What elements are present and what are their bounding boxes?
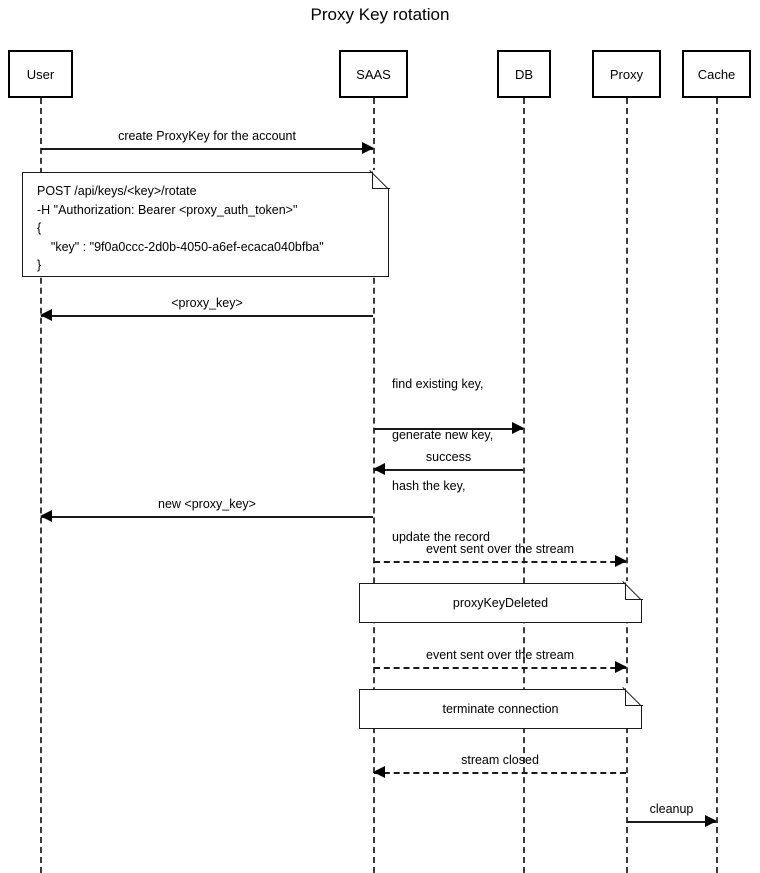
arrowhead-right-icon [512, 422, 524, 434]
note-proxy-key-deleted-text: proxyKeyDeleted [452, 595, 549, 610]
message-label: cleanup [649, 802, 694, 816]
participant-saas[interactable]: SAAS [339, 50, 408, 98]
note-fold-icon [623, 580, 643, 601]
arrowhead-left-icon [40, 309, 52, 321]
note-processing-line-4: update the record [392, 530, 490, 544]
note-request-line-5: } [37, 258, 42, 272]
arrowhead-left-icon [373, 463, 385, 475]
note-fold-icon [623, 686, 643, 707]
message-label: event sent over the stream [426, 542, 574, 556]
participant-cache-label: Cache [697, 66, 736, 82]
message-label: create ProxyKey for the account [118, 129, 296, 143]
note-processing: find existing key, generate new key, has… [392, 342, 493, 580]
lifeline-saas [373, 98, 375, 873]
note-processing-line-3: hash the key, [392, 479, 466, 493]
message-label: new <proxy_key> [158, 497, 256, 511]
message-label: stream closed [461, 753, 539, 767]
message-label: <proxy_key> [171, 296, 243, 310]
message-line [41, 516, 373, 518]
note-terminate-connection: terminate connection [359, 686, 643, 729]
note-request-line-1: POST /api/keys/<key>/rotate [37, 184, 197, 198]
note-request-line-3: { [37, 221, 42, 235]
participant-proxy-label: Proxy [609, 66, 644, 82]
participant-user-label: User [26, 66, 55, 82]
arrowhead-right-icon [705, 815, 717, 827]
arrowhead-right-icon [615, 661, 627, 673]
arrowhead-left-icon [373, 766, 385, 778]
note-terminate-connection-text: terminate connection [442, 701, 559, 716]
arrowhead-left-icon [40, 510, 52, 522]
message-line [374, 667, 626, 669]
participant-proxy[interactable]: Proxy [592, 50, 661, 98]
note-request: POST /api/keys/<key>/rotate -H "Authoriz… [22, 169, 390, 277]
message-label: success [425, 450, 472, 464]
message-line [374, 469, 523, 471]
message-line [374, 561, 626, 563]
message-label: event sent over the stream [426, 648, 574, 662]
message-line [41, 148, 373, 150]
participant-db-label: DB [514, 66, 534, 82]
note-request-line-2: -H "Authorization: Bearer <proxy_auth_to… [37, 202, 298, 217]
message-line [41, 315, 373, 317]
lifeline-proxy [626, 98, 628, 873]
arrowhead-right-icon [615, 555, 627, 567]
message-line [627, 821, 716, 823]
note-processing-line-1: find existing key, [392, 377, 484, 391]
note-request-line-4: "key" : "9f0a0ccc-2d0b-4050-a6ef-ecaca04… [37, 239, 324, 254]
note-proxy-key-deleted: proxyKeyDeleted [359, 580, 643, 623]
lifeline-db [523, 98, 525, 873]
message-line [374, 772, 626, 774]
participant-cache[interactable]: Cache [682, 50, 751, 98]
arrowhead-right-icon [362, 142, 374, 154]
note-fold-icon [370, 169, 390, 190]
lifeline-cache [716, 98, 718, 873]
participant-saas-label: SAAS [356, 66, 391, 82]
page-title: Proxy Key rotation [310, 5, 450, 24]
message-line [374, 428, 523, 430]
note-processing-line-2: generate new key, [392, 428, 494, 442]
lifeline-user [40, 98, 42, 873]
participant-user[interactable]: User [8, 50, 73, 98]
participant-db[interactable]: DB [497, 50, 551, 98]
